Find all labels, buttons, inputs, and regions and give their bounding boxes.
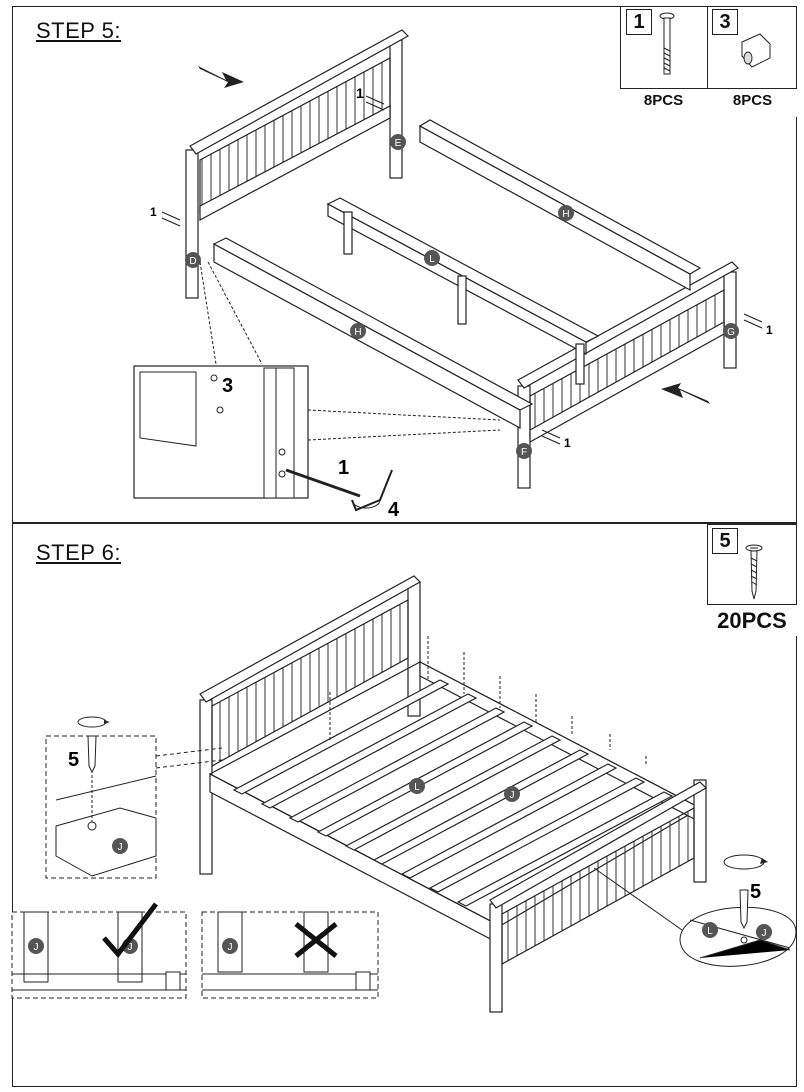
check-mark-icon [102,902,158,958]
hardware-5-count-row [707,604,797,636]
barrel-nut-icon [741,33,771,68]
part-label-f: F [516,443,532,459]
bed-slats [232,679,674,907]
arrow-icon [661,383,710,404]
cross-mark-icon [294,922,338,958]
svg-text:J: J [510,790,515,801]
svg-text:J: J [118,842,123,853]
svg-text:H: H [562,209,569,220]
part-label-g: G [723,323,739,339]
bolt-callouts [161,95,763,445]
incorrect-example: J [201,911,379,999]
svg-text:J: J [228,942,233,953]
part-label-l: L [409,778,425,794]
barrel-nut-callout: 3 [222,375,233,397]
hardware-divider [707,6,708,117]
hardware-5-number: 5 [712,528,738,554]
screw-icon [745,544,763,600]
svg-text:L: L [429,254,435,265]
part-label-j: J [504,786,520,802]
svg-text:F: F [521,447,527,458]
bolt-callout: 1 [338,457,349,479]
step5-panel [12,6,797,524]
hardware-1-number: 1 [626,9,652,35]
bolt-number: 1 [766,323,773,337]
footboard [489,779,707,1013]
detail-inset-step5 [133,261,501,512]
correct-example: J J [11,902,187,999]
hardware-count-row [620,88,797,117]
bolt-number: 1 [150,205,157,219]
hardware-3-number: 3 [712,9,738,35]
wrench-callout: 4 [388,499,400,521]
svg-text:J: J [128,942,133,953]
part-label-l: L [424,250,440,266]
detail-inset-left: J [45,716,223,879]
side-rail-front [212,237,534,430]
part-label-e: E [390,134,406,150]
bolt-number: 1 [564,436,571,450]
screw-callout: 5 [750,881,761,903]
part-label-h-back: H [558,205,574,221]
part-label-h-front: H [350,323,366,339]
svg-text:L: L [707,926,713,937]
detail-inset-right: L J [593,854,797,967]
arrow-icon [198,66,244,88]
svg-text:J: J [34,942,39,953]
headboard [199,575,421,875]
hardware-1-count: 8PCS [643,92,684,109]
part-label-d: D [185,252,201,268]
screw-guides [329,636,647,766]
svg-text:H: H [354,327,361,338]
step6-panel [12,522,797,1087]
headboard [185,29,409,299]
screw-callout: 5 [68,749,79,771]
center-beam [326,197,600,385]
svg-text:E: E [395,138,402,149]
side-rail-back [418,119,702,292]
hardware-5-count: 20PCS [717,608,787,633]
svg-text:D: D [189,256,196,267]
hardware-3-count: 8PCS [732,92,773,109]
bolt-number: 1 [356,85,364,101]
footboard [517,261,739,489]
svg-text:L: L [414,782,420,793]
bolt-icon [659,12,675,75]
svg-text:G: G [727,327,735,338]
step5-title: STEP 5: [36,18,122,43]
svg-text:J: J [762,928,767,939]
step6-title: STEP 6: [36,540,122,565]
